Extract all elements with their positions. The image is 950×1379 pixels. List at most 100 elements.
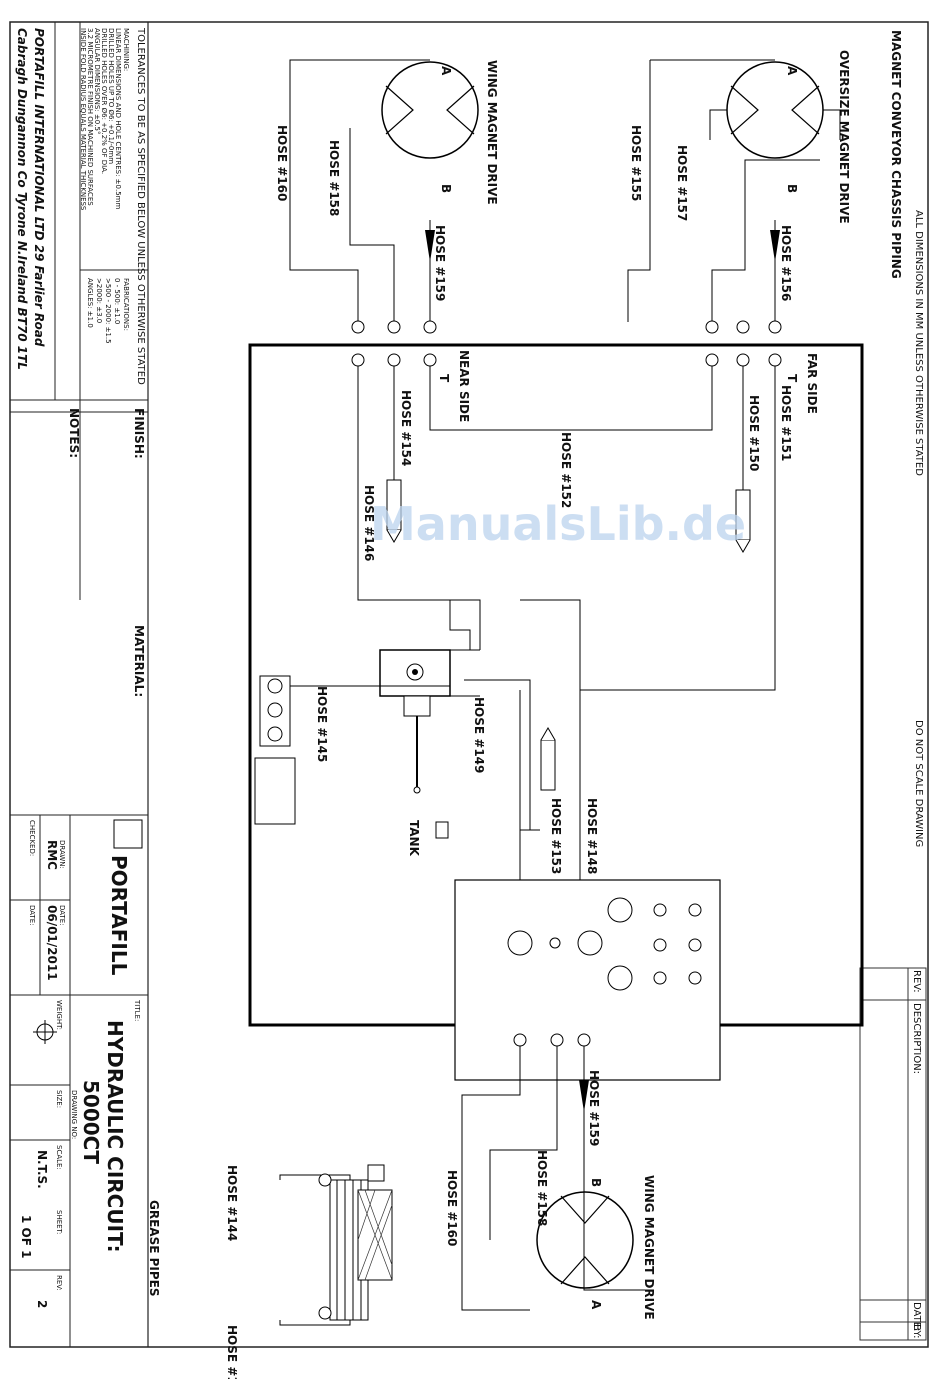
port-icon	[768, 320, 782, 334]
svg-text:A: A	[589, 1300, 603, 1310]
flow-arrow-icon	[770, 230, 780, 262]
svg-text:DRILLED HOLES OVER Ø6: +0.2% O: DRILLED HOLES OVER Ø6: +0.2% OF DIA.	[100, 28, 108, 174]
svg-text:RMC: RMC	[45, 840, 59, 870]
svg-text:FINISH:: FINISH:	[132, 408, 146, 459]
wing-magnet-drive-bottom: WING MAGNET DRIVE A B HOSE #159 HOSE #15…	[445, 1033, 656, 1320]
port-icon	[705, 320, 719, 334]
oversize-drive-title: OVERSIZE MAGNET DRIVE	[837, 50, 851, 224]
port-icon	[423, 320, 437, 334]
svg-text:MATERIAL:: MATERIAL:	[132, 625, 146, 697]
svg-text:HOSE #158: HOSE #158	[327, 140, 341, 216]
svg-text:DRILLED HOLES UP TO Ø6: +0.1/-: DRILLED HOLES UP TO Ø6: +0.1/-0mm	[107, 28, 115, 164]
svg-text:B: B	[785, 184, 799, 193]
svg-text:HOSE #152: HOSE #152	[559, 432, 573, 508]
flow-arrow-icon	[425, 230, 435, 262]
motor-symbol-icon	[536, 1191, 634, 1289]
svg-text:A: A	[785, 66, 799, 76]
drawing-code: 5000CT	[79, 1080, 103, 1164]
svg-text:>500 - 2000: ±1.5: >500 - 2000: ±1.5	[104, 278, 112, 344]
svg-text:A: A	[439, 66, 453, 76]
svg-text:DATE:: DATE:	[911, 1302, 922, 1331]
svg-text:HOSE #157: HOSE #157	[675, 145, 689, 221]
svg-text:HOSE #160: HOSE #160	[445, 1170, 459, 1246]
svg-text:HOSE #149: HOSE #149	[472, 697, 486, 773]
port-icon	[351, 320, 365, 334]
port-icon	[387, 320, 401, 334]
oversize-magnet-drive: OVERSIZE MAGNET DRIVE A B HOSE #155 HOSE…	[627, 50, 851, 334]
svg-text:DRAWN:: DRAWN:	[58, 840, 66, 869]
svg-text:SIZE:: SIZE:	[55, 1090, 63, 1108]
logo-icon	[113, 819, 143, 849]
motor-symbol-icon	[726, 61, 824, 159]
pump-icon	[254, 757, 296, 825]
svg-text:N.T.S.: N.T.S.	[35, 1150, 49, 1189]
svg-text:INSIDE FOLD RADIUS EQUALS MATE: INSIDE FOLD RADIUS EQUALS MATERIAL THICK…	[79, 28, 87, 211]
wing-drive-bottom-title: WING MAGNET DRIVE	[642, 1175, 656, 1320]
svg-text:0 - 500: ±1.0: 0 - 500: ±1.0	[113, 278, 121, 324]
manifold-block	[454, 879, 721, 1081]
svg-text:HOSE #151: HOSE #151	[779, 385, 793, 461]
wing-drive-top-title: WING MAGNET DRIVE	[485, 60, 499, 205]
inline-filter-icon	[540, 739, 556, 791]
svg-text:TOLERANCES TO BE AS SPECIFIED: TOLERANCES TO BE AS SPECIFIED BELOW UNLE…	[135, 27, 146, 385]
tank-label: TANK	[407, 820, 421, 857]
svg-text:B: B	[589, 1178, 603, 1187]
flow-arrow-icon	[579, 1080, 589, 1112]
svg-text:HOSE #158: HOSE #158	[535, 1150, 549, 1226]
drawing-title: HYDRAULIC CIRCUIT:	[103, 1020, 127, 1253]
sheet-frame	[9, 21, 929, 1348]
svg-text:HOSE #159: HOSE #159	[587, 1070, 601, 1146]
svg-text:>2000: ±3.0: >2000: ±3.0	[95, 278, 103, 323]
grease-pipes-title: GREASE PIPES	[147, 1200, 161, 1297]
svg-text:B: B	[439, 184, 453, 193]
svg-text:CHECKED:: CHECKED:	[28, 820, 36, 856]
svg-text:HOSE #144: HOSE #144	[225, 1325, 239, 1379]
svg-text:3.2 MICROMETRE FINISH ON MACHI: 3.2 MICROMETRE FINISH ON MACHINED SURFAC…	[86, 28, 94, 206]
svg-text:HOSE #144: HOSE #144	[225, 1165, 239, 1241]
svg-text:MACHINING:: MACHINING:	[122, 28, 130, 71]
port-icon	[736, 320, 750, 334]
svg-text:HOSE #160: HOSE #160	[275, 125, 289, 201]
svg-text:DATE:: DATE:	[28, 905, 36, 926]
svg-text:HOSE #150: HOSE #150	[747, 395, 761, 471]
grease-pipes: GREASE PIPES HOSE #144 HOSE #144	[147, 1164, 393, 1379]
watermark: ManualsLib.de	[370, 497, 746, 551]
tank-icon	[435, 821, 449, 839]
svg-text:REV:: REV:	[55, 1275, 63, 1291]
svg-text:HOSE #156: HOSE #156	[779, 225, 793, 301]
svg-text:T: T	[437, 374, 451, 383]
svg-text:FABRICATIONS:: FABRICATIONS:	[122, 278, 130, 331]
svg-text:DRAWING NO:: DRAWING NO:	[70, 1090, 78, 1139]
title-block: TOLERANCES TO BE AS SPECIFIED BELOW UNLE…	[10, 22, 149, 1347]
svg-text:HOSE #155: HOSE #155	[629, 125, 643, 201]
svg-text:ANGULAR DIMENSIONS: ±0.5°: ANGULAR DIMENSIONS: ±0.5°	[93, 28, 101, 134]
scale-note: DO NOT SCALE DRAWING	[913, 720, 924, 847]
near-side-label: NEAR SIDE	[457, 350, 471, 422]
svg-text:T: T	[785, 374, 799, 383]
svg-text:HOSE #146: HOSE #146	[362, 485, 376, 561]
company-address: Cabragh Dungannon Co Tyrone N.Ireland BT…	[15, 28, 29, 370]
revision-table: REV: DESCRIPTION: DATE: BY:	[859, 967, 927, 1341]
dims-note: ALL DIMENSIONS IN MM UNLESS OTHERWISE ST…	[913, 210, 924, 476]
far-side-label: FAR SIDE	[805, 353, 819, 414]
svg-text:1 OF 1: 1 OF 1	[19, 1215, 33, 1258]
svg-text:DESCRIPTION:: DESCRIPTION:	[911, 1003, 922, 1074]
wing-magnet-drive-top: WING MAGNET DRIVE A B HOSE #160 HOSE #15…	[275, 59, 499, 334]
svg-text:HOSE #148: HOSE #148	[585, 798, 599, 874]
svg-text:DATE:: DATE:	[58, 905, 66, 926]
drawing-layer: MAGNET CONVEYOR CHASSIS PIPING ALL DIMEN…	[10, 22, 927, 1379]
svg-text:2: 2	[35, 1300, 49, 1308]
svg-text:HOSE #154: HOSE #154	[399, 390, 413, 466]
svg-text:BY:: BY:	[911, 1324, 922, 1338]
svg-text:HOSE #153: HOSE #153	[549, 798, 563, 874]
svg-text:WEIGHT:: WEIGHT:	[55, 1000, 63, 1030]
svg-text:NOTES:: NOTES:	[67, 408, 81, 458]
chassis-piping: FAR SIDE T NEAR SIDE T HOSE #151 HOSE #1…	[254, 350, 819, 1081]
company-name: PORTAFILL INTERNATIONAL LTD 29 Farlier R…	[32, 28, 46, 347]
svg-text:REV:: REV:	[911, 970, 922, 993]
control-valve	[379, 600, 480, 794]
svg-text:LINEAR DIMENSIONS AND HOLE CEN: LINEAR DIMENSIONS AND HOLE CENTRES: ±0.5…	[114, 28, 122, 209]
svg-text:06/01/2011: 06/01/2011	[45, 905, 59, 981]
svg-text:TITLE:: TITLE:	[133, 999, 141, 1021]
